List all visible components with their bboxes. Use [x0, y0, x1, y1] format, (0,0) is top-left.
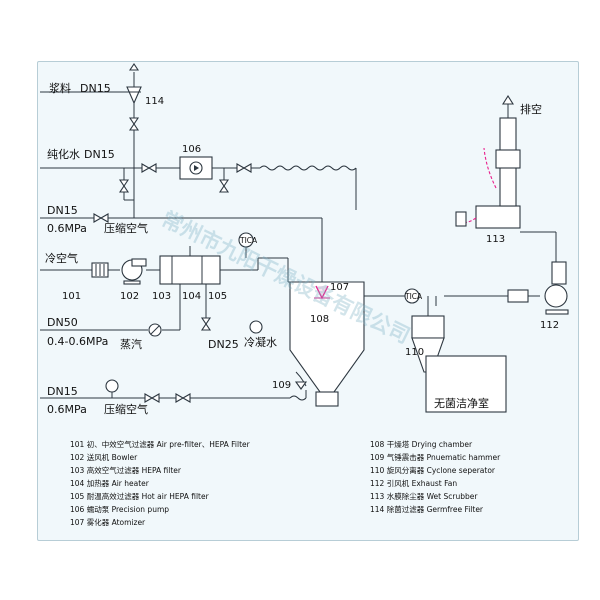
legend-item: 104 加热器 Air heater [70, 478, 150, 488]
tica-label-top: TICA [239, 236, 258, 245]
compressed-air-line-2 [40, 379, 307, 403]
pure-water-valves [118, 163, 252, 193]
condensate-dn-label: DN25 [208, 338, 239, 351]
legend-item: 109 气锤震击器 Pnuematic hammer [370, 452, 501, 462]
steam-pressure-label: 0.4-0.6MPa [47, 335, 108, 348]
pure-water-label: 纯化水 [47, 147, 80, 161]
clean-room-label: 无菌洁净室 [434, 396, 489, 410]
num-112: 112 [540, 320, 559, 331]
air-pressure-label: 0.6MPa [47, 222, 87, 235]
steam-dn-label: DN50 [47, 316, 78, 329]
slurry-label: 浆料 [49, 81, 71, 95]
legend-right: 108 干燥塔 Drying chamber 109 气锤震击器 Pnuemat… [370, 439, 501, 514]
prefilter-101 [91, 262, 109, 278]
exhaust-fan-112 [544, 261, 569, 315]
germfree-filter-114 [126, 63, 142, 105]
num-114: 114 [145, 96, 164, 107]
legend-item: 108 干燥塔 Drying chamber [370, 439, 473, 449]
pure-water-dn-label: DN15 [84, 148, 115, 161]
legend-item: 106 蠕动泵 Precision pump [70, 504, 169, 514]
num-109: 109 [272, 380, 291, 391]
wet-scrubber-113 [455, 94, 521, 229]
num-105: 105 [208, 291, 227, 302]
blower-102 [121, 258, 147, 285]
legend-item: 102 送风机 Bowler [70, 452, 138, 462]
legend-item: 110 旋风分离器 Cyclone seperator [370, 465, 496, 475]
clean-room [425, 355, 507, 413]
num-104: 104 [182, 291, 201, 302]
exhaust-label: 排空 [520, 102, 542, 116]
compressed-air-label: 压缩空气 [104, 221, 148, 235]
cold-air-label: 冷空气 [45, 251, 78, 265]
slurry-dn-label: DN15 [80, 82, 111, 95]
num-106: 106 [182, 144, 201, 155]
condensate-label: 冷凝水 [244, 335, 277, 349]
precision-pump-106 [179, 156, 213, 180]
legend-item: 107 雾化器 Atomizer [70, 517, 146, 527]
legend-item: 114 除菌过滤器 Germfree Filter [370, 504, 484, 514]
num-107: 107 [330, 282, 349, 293]
pure-water-line [40, 165, 357, 210]
tica-gauge-top: TICA [238, 232, 258, 258]
num-108: 108 [310, 314, 329, 325]
tica-gauge-cyclone: TICA [404, 288, 423, 304]
exhaust-duct [444, 231, 557, 303]
num-102: 102 [120, 291, 139, 302]
compressed-air-line-1 [40, 168, 323, 282]
legend-item: 112 引风机 Exhaust Fan [370, 478, 457, 488]
num-103: 103 [152, 291, 171, 302]
air-dn-label: DN15 [47, 204, 78, 217]
legend-left: 101 初、中效空气过滤器 Air pre-filter、HEPA Filter… [70, 439, 251, 527]
num-101: 101 [62, 291, 81, 302]
steam-line [40, 284, 181, 337]
legend-item: 113 水膜除尘器 Wet Scrubber [370, 491, 478, 501]
pneumatic-hammer-109 [294, 371, 308, 390]
atomizer-107 [314, 285, 330, 300]
legend-item: 103 高效空气过滤器 HEPA filter [70, 465, 182, 475]
condensate-line [200, 284, 263, 334]
num-110: 110 [405, 347, 424, 358]
hepa-heater-103-105 [159, 246, 221, 285]
legend-item: 105 耐温高效过滤器 Hot air HEPA filter [70, 491, 210, 501]
legend-item: 101 初、中效空气过滤器 Air pre-filter、HEPA Filter [70, 439, 251, 449]
steam-label: 蒸汽 [120, 337, 142, 351]
compressed-air2-label: 压缩空气 [104, 402, 148, 416]
drying-chamber-108 [289, 281, 365, 407]
slurry-valve [128, 117, 140, 131]
air2-pressure-label: 0.6MPa [47, 403, 87, 416]
num-113: 113 [486, 234, 505, 245]
tica-label-cyclone: TICA [404, 292, 423, 301]
air2-dn-label: DN15 [47, 385, 78, 398]
